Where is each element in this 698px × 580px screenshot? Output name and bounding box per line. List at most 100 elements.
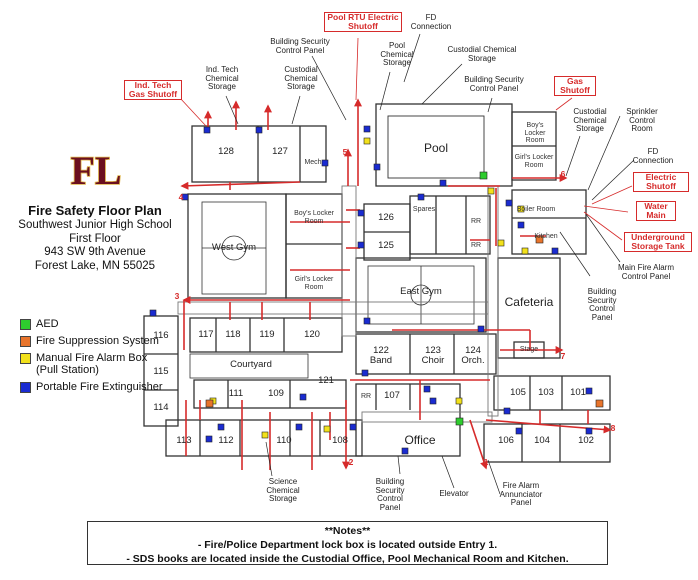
room-kitchen: Kitchen [534,233,558,240]
room-east-gym: East Gym [400,286,442,297]
exit-2: 2 [348,457,354,467]
exit-1: 1 [483,457,489,467]
callout-custodial-chem-1: Custodial Chemical Storage [284,65,318,92]
extinguisher-icon [439,179,447,187]
extinguisher-icon [517,221,525,229]
fire-suppression-icon [205,399,214,408]
room-123-choir: 123 Choir [421,345,445,367]
room-112: 112 [218,435,234,446]
callout-sprinkler-room: Sprinkler Control Room [626,107,658,134]
room-108: 108 [332,435,348,446]
extinguisher-swatch-icon [20,382,31,394]
exit-8: 8 [610,423,616,433]
notes-box: **Notes** - Fire/Police Department lock … [87,521,608,565]
room-122-band: 122 Band [369,345,393,367]
extinguisher-icon [357,241,365,249]
extinguisher-icon [361,369,369,377]
room-pool: Pool [423,141,449,155]
room-girls-locker: Girl's Locker Room [294,276,334,291]
extinguisher-icon [417,193,425,201]
room-mech: Mech [304,159,322,166]
legend-label: Manual Fire Alarm Box (Pull Station) [36,352,148,377]
notes-line-1: - Fire/Police Department lock box is loc… [197,539,498,552]
extinguisher-icon [181,193,189,201]
legend: AED Fire Suppression System Manual Fire … [18,318,168,398]
legend-item-fire-suppression: Fire Suppression System [18,335,168,348]
corridor-outline [177,185,499,423]
pull-station-icon [521,247,529,255]
callout-custodial-chem-right: Custodial Chemical Storage [573,107,607,134]
extinguisher-icon [585,387,593,395]
room-boys-locker: Boy's Locker Room [294,210,334,225]
callout-water-main: Water Main [636,201,676,222]
title-block: Fire Safety Floor Plan Southwest Junior … [10,203,180,273]
callout-gas-shutoff: Gas Shutoff [554,76,596,97]
svg-text:FL: FL [70,148,121,193]
pull-station-swatch-icon [20,353,31,365]
callout-ind-tech-gas-shutoff: Ind. Tech Gas Shutoff [124,80,182,101]
pull-station-icon [323,425,331,433]
exit-5: 5 [342,147,348,157]
callout-fd-connection-right: FD Connection [632,147,674,165]
extinguisher-icon [585,427,593,435]
room-110: 110 [276,435,292,446]
extinguisher-icon [349,423,357,431]
extinguisher-icon [217,423,225,431]
pull-station-icon [261,431,269,439]
callout-pool-rtu-shutoff: Pool RTU Electric Shutoff [324,12,402,33]
callout-underground-tank: Underground Storage Tank [624,232,692,253]
pull-station-icon [517,205,525,213]
legend-item-extinguisher: Portable Fire Extinguisher [18,381,168,394]
pull-station-icon [455,397,463,405]
room-rr-2: RR [470,242,482,249]
extinguisher-icon [515,427,523,435]
extinguisher-icon [205,435,213,443]
room-109: 109 [268,388,284,399]
safety-markers [149,125,604,455]
fire-suppression-icon [595,399,604,408]
extinguisher-icon [321,159,329,167]
room-126: 126 [378,212,394,223]
exit-7: 7 [560,351,566,361]
callout-elevator: Elevator [439,489,469,498]
room-boys-locker-pool: Boy's Locker Room [524,122,546,145]
callout-pool-chem: Pool Chemical Storage [380,41,414,68]
legend-label: AED [36,318,59,330]
room-115: 115 [153,366,169,377]
extinguisher-icon [203,126,211,134]
room-cafeteria: Cafeteria [504,295,554,309]
room-128: 128 [218,146,234,157]
extinguisher-icon [255,126,263,134]
legend-label: Fire Suppression System [36,335,159,348]
room-111: 111 [228,388,244,399]
evacuation-routes [180,98,612,470]
room-103: 103 [538,387,554,398]
room-116: 116 [153,330,169,341]
callout-fire-alarm-panel: Main Fire Alarm Control Panel [618,263,675,281]
room-120: 120 [304,329,320,340]
extinguisher-icon [299,393,307,401]
room-stage: Stage [519,346,539,353]
extinguisher-icon [551,247,559,255]
legend-label: Portable Fire Extinguisher [36,381,163,394]
extinguisher-icon [505,199,513,207]
room-117: 117 [198,329,214,340]
room-104: 104 [534,435,550,446]
exit-3: 3 [174,291,180,301]
extinguisher-icon [373,163,381,171]
fire-suppression-swatch-icon [20,336,31,348]
extinguisher-icon [295,423,303,431]
city-address: Forest Lake, MN 55025 [34,259,156,272]
callout-electric-shutoff: Electric Shutoff [633,172,689,193]
room-125: 125 [378,240,394,251]
extinguisher-icon [429,397,437,405]
aed-swatch-icon [20,319,31,330]
room-girls-locker-pool: Girl's Locker Room [514,154,554,169]
room-rr-3: RR [360,393,372,400]
room-west-gym: West Gym [211,242,257,253]
legend-item-pull-station: Manual Fire Alarm Box (Pull Station) [18,352,168,376]
room-boiler: Boiler Room [516,206,556,213]
school-logo: FL [70,147,123,194]
